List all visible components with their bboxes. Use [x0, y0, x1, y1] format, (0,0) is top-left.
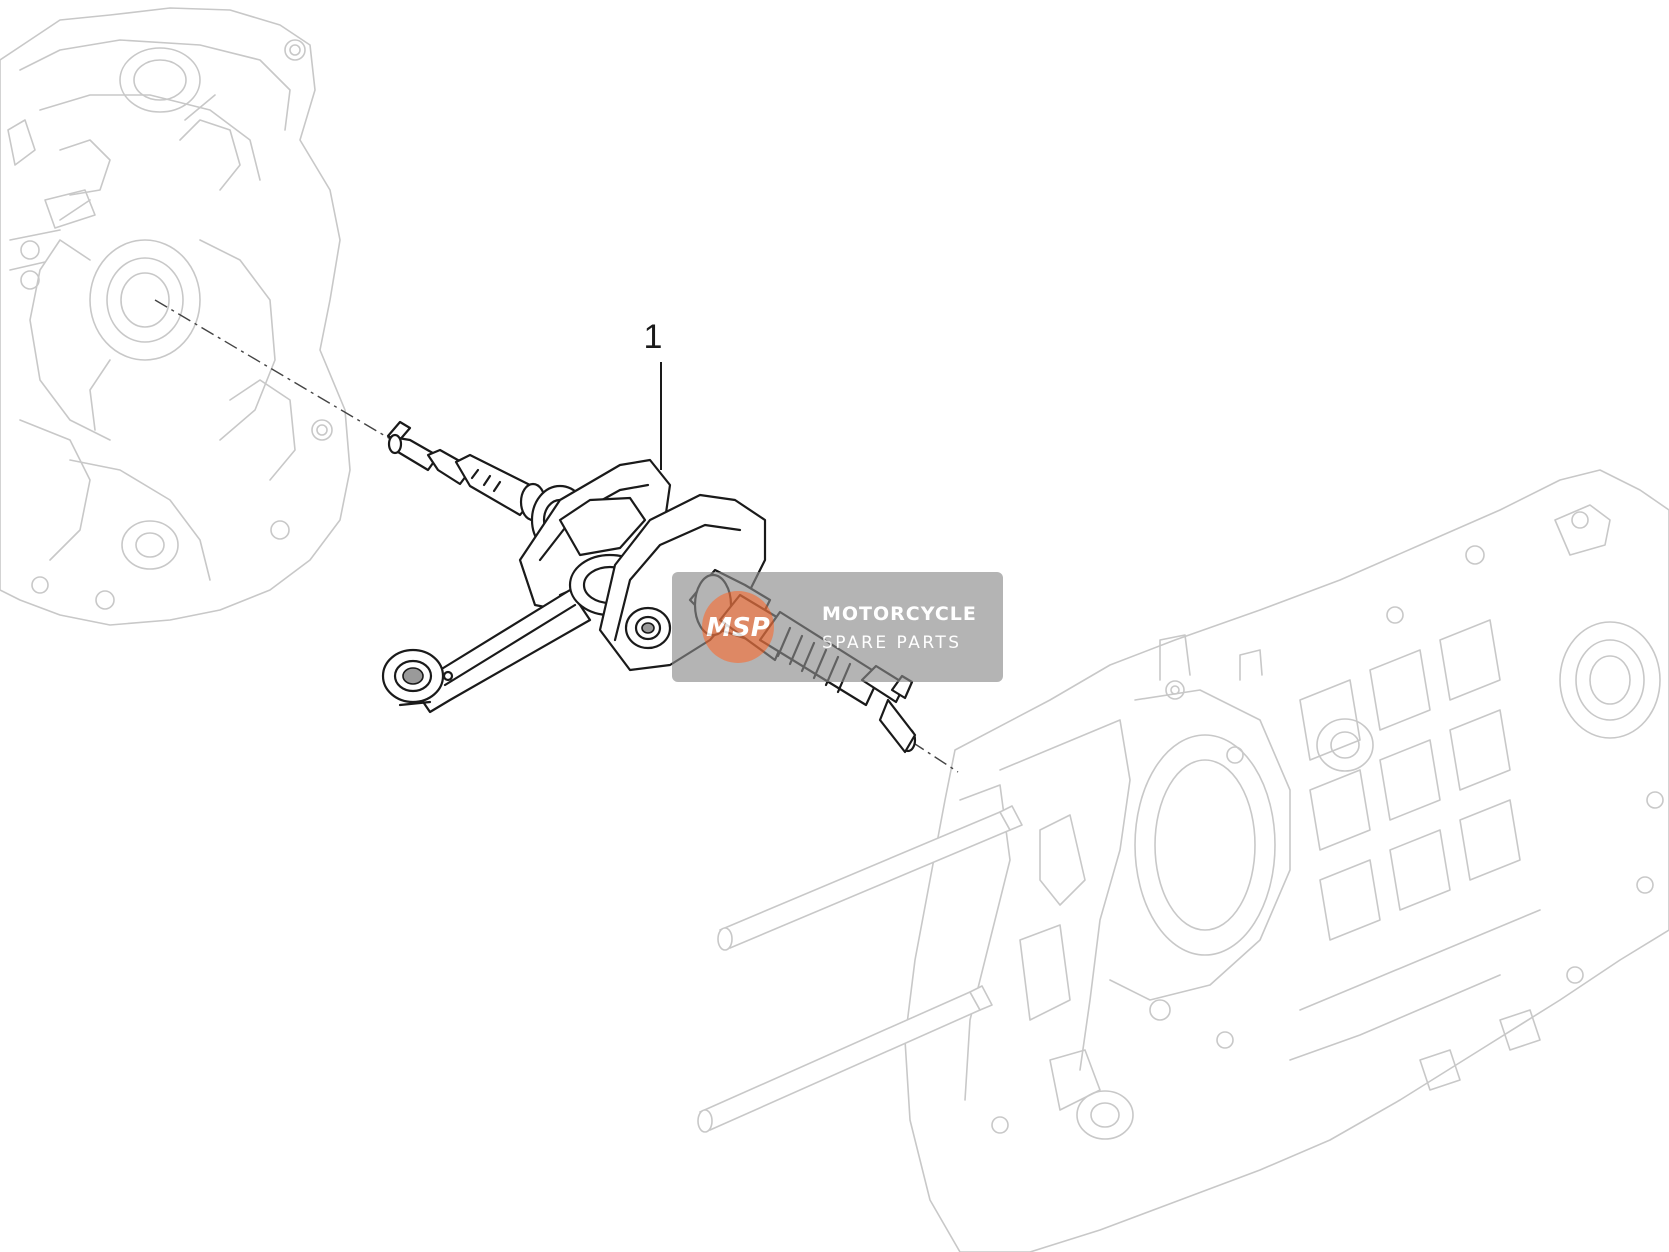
watermark-logo-text: MSP — [706, 613, 770, 643]
watermark: MSP MOTORCYCLE SPARE PARTS — [672, 572, 1003, 682]
crankcase-studs — [697, 805, 1023, 1133]
callout-number[interactable]: 1 — [644, 318, 663, 356]
assembly-axis-lines — [154, 299, 959, 773]
watermark-subtitle: SPARE PARTS — [822, 633, 962, 653]
right-crankcase-half — [904, 469, 1669, 1252]
left-crankcase-half — [0, 7, 351, 626]
watermark-logo-icon — [702, 591, 774, 663]
watermark-title: MOTORCYCLE — [822, 603, 977, 625]
callout-1[interactable]: 1 — [644, 318, 663, 470]
